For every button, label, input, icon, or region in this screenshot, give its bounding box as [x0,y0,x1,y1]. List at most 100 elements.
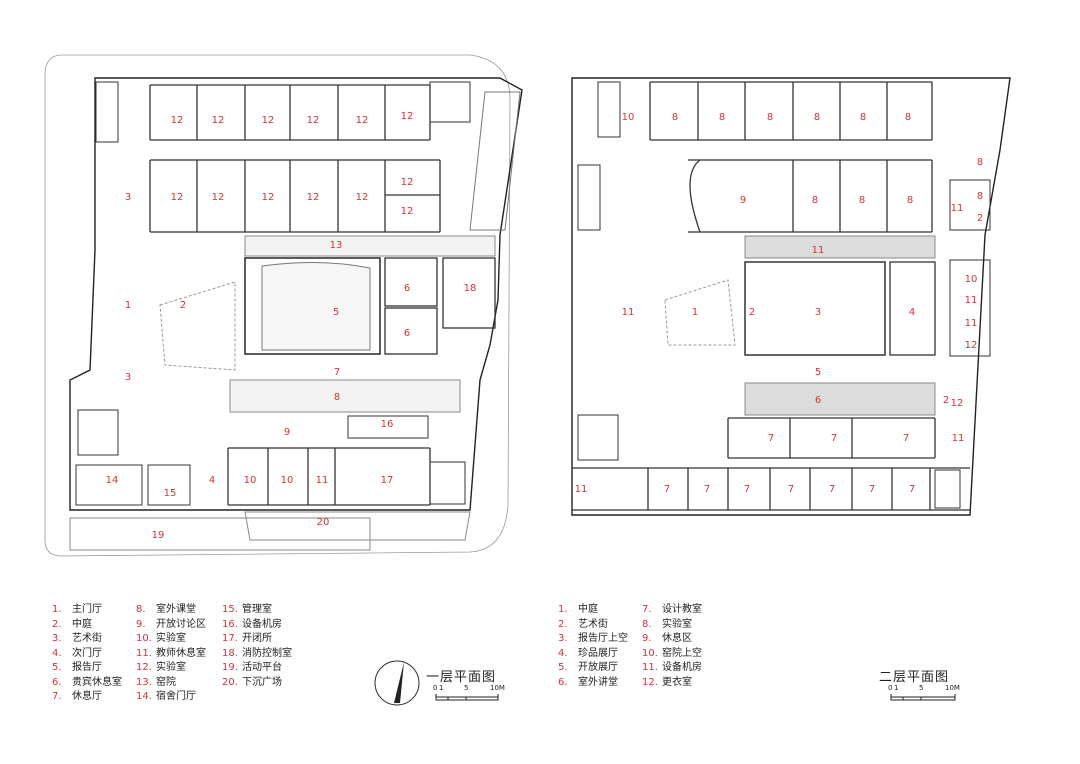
room-number: 1 [125,300,131,311]
room-number: 5 [815,367,821,378]
legend-text: 珍品展厅 [578,647,618,659]
legend-item: 1.主门厅 [52,603,122,618]
legend-item: 3.艺术街 [52,632,122,647]
legend-number: 8. [642,618,652,630]
legend-number: 7. [52,691,62,702]
room-number: 12 [401,206,414,217]
legend-item: 3.报告厅上空 [558,632,628,647]
legend-number: 11. [642,662,658,673]
legend-item: 4. 珍品展厅 [558,647,628,662]
legend-number: 19. [222,662,238,673]
legend-item: 8. 实验室 [642,618,702,633]
room-number: 12 [401,111,414,122]
room-number: 7 [869,484,875,495]
scale-1: 1 [894,684,899,692]
legend-text: 主门厅 [72,604,102,615]
room-number: 20 [317,517,330,528]
legend-text: 实验室 [156,633,186,644]
room-number: 8 [860,112,866,123]
legend-number: 4. [52,647,62,659]
legend-text: 中庭 [72,618,92,630]
legend-text: 室外讲堂 [578,676,618,688]
room-number: 1 [692,307,698,318]
floor1-scale-bar-icon [435,694,499,701]
room-number: 16 [381,419,394,430]
legend-text: 休息区 [662,633,692,644]
legend-number: 14. [136,691,152,702]
room-number: 11 [812,245,825,256]
legend-number: 5. [558,662,568,673]
scale-10: 10M [490,684,505,692]
legend-item: 14. 宿舍门厅 [136,690,206,705]
room-number: 12 [951,398,964,409]
room-number: 7 [831,433,837,444]
room-number: 6 [404,328,410,339]
floor2-plan [571,77,1011,516]
room-number: 8 [859,195,865,206]
room-number: 3 [125,192,131,203]
room-number: 8 [719,112,725,123]
room-number: 7 [334,367,340,378]
legend-item: 11.设备机房 [642,661,702,676]
floor1-plan [44,54,523,557]
room-number: 12 [356,192,369,203]
legend-text: 实验室 [156,662,186,673]
room-number: 18 [464,283,477,294]
room-number: 19 [152,530,165,541]
legend-item: 16.设备机房 [222,618,292,633]
legend-number: 7. [642,604,652,615]
room-number: 10 [965,274,978,285]
legend-number: 16. [222,618,238,630]
legend-number: 6. [52,676,62,688]
room-number: 4 [909,307,915,318]
room-number: 7 [768,433,774,444]
room-number: 14 [106,475,119,486]
room-number: 17 [381,475,394,486]
room-number: 8 [672,112,678,123]
room-number: 12 [965,340,978,351]
room-number: 11 [952,433,965,444]
room-number: 12 [212,115,225,126]
north-arrow-icon [374,660,420,706]
legend-number: 1. [558,604,568,615]
room-number: 2 [749,307,755,318]
legend-text: 实验室 [662,618,692,630]
legend-number: 9. [642,633,652,644]
legend-number: 10. [136,633,152,644]
legend-number: 3. [52,633,62,644]
room-number: 11 [965,318,978,329]
legend-text: 宿舍门厅 [156,691,196,702]
room-number: 7 [903,433,909,444]
legend-text: 下沉广场 [242,676,282,688]
legend-number: 2. [52,618,62,630]
legend-number: 11. [136,647,152,659]
legend-item: 11.教师休息室 [136,647,206,662]
legend-text: 更衣室 [662,676,692,688]
room-number: 5 [333,307,339,318]
legend-item: 10. 实验室 [136,632,206,647]
legend-item: 9.开放讨论区 [136,618,206,633]
room-number: 7 [829,484,835,495]
floor1-title: 一层平面图 [426,670,497,685]
scale-5: 5 [919,684,924,692]
legend-item: 20.下沉广场 [222,676,292,691]
legend-item: 18.消防控制室 [222,647,292,662]
legend-number: 6. [558,676,568,688]
room-number: 11 [316,475,329,486]
legend-item: 1.中庭 [558,603,628,618]
room-number: 2 [977,213,983,224]
legend-number: 13. [136,676,152,688]
room-number: 6 [815,395,821,406]
legend-text: 开闭所 [242,633,272,644]
room-number: 11 [575,484,588,495]
room-number: 12 [212,192,225,203]
room-number: 10 [244,475,257,486]
legend-item: 17.开闭所 [222,632,292,647]
legend-number: 4. [558,647,568,659]
room-number: 12 [262,192,275,203]
legend-number: 9. [136,618,146,630]
legend-item: 6.贵宾休息室 [52,676,122,691]
room-number: 12 [356,115,369,126]
scale-0: 0 [433,684,438,692]
